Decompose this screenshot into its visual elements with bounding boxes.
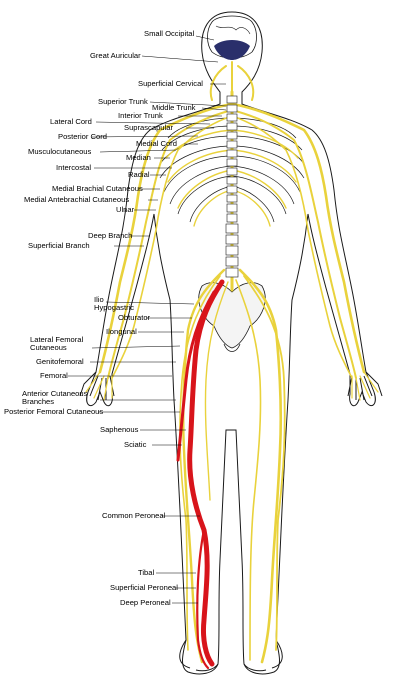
body-silhouette <box>79 11 383 675</box>
sciatic-nerve <box>176 279 225 670</box>
label-medial-cord: Medial Cord <box>136 139 177 148</box>
label-radial: Radial <box>128 170 150 179</box>
label-deep-branch: Deep Branch <box>88 231 133 240</box>
label-ulnar: Ulnar <box>116 205 135 214</box>
label-median: Median <box>126 153 151 162</box>
label-superficial-peroneal: Superficial Peroneal <box>110 583 178 592</box>
label-intercostal: Intercostal <box>56 163 92 172</box>
label-ilongunal: Ilongunal <box>106 327 137 336</box>
label-musculocutaneous: Musculocutaneous <box>28 147 92 156</box>
label-middle-trunk: Middle Trunk <box>152 103 196 112</box>
label-saphenous: Saphenous <box>100 425 139 434</box>
label-common-peroneal: Common Peroneal <box>102 511 166 520</box>
label-medial-antebrachial-cutaneous: Medial Antebrachial Cutaneous <box>24 195 130 204</box>
label-leader-lines <box>68 35 227 604</box>
label-obturator: Obturator <box>118 313 151 322</box>
label-lateral-cord: Lateral Cord <box>50 117 92 126</box>
label-superior-trunk: Superior Trunk <box>98 97 148 106</box>
label-posterior-femoral-cutaneous: Posterior Femoral Cutaneous <box>4 407 104 416</box>
label-interior-trunk: Interior Trunk <box>118 111 163 120</box>
label-medial-brachial-cutaneous: Medial Brachial Cutaneous <box>52 184 143 193</box>
label-posterior-cord: Posterior Cord <box>58 132 107 141</box>
label-lateral-femoral-cutaneous: Lateral Femoral Cutaneous <box>30 335 84 352</box>
label-ilio-hypogastric: Ilio Hypogastric <box>94 295 135 312</box>
label-superficial-cervical: Superficial Cervical <box>138 79 203 88</box>
label-anterior-cutaneous-branches: Anterior Cutaneous Branches <box>22 389 88 406</box>
vertebral-column <box>225 95 239 278</box>
label-small-occipital: Small Occipital <box>144 29 195 38</box>
brain <box>207 15 257 60</box>
label-suprascapular: Suprascapular <box>124 123 173 132</box>
ribcage <box>159 117 305 223</box>
label-tibal: Tibal <box>138 568 155 577</box>
label-deep-peroneal: Deep Peroneal <box>120 598 171 607</box>
label-superficial-branch: Superficial Branch <box>28 241 90 250</box>
label-femoral: Femoral <box>40 371 68 380</box>
label-great-auricular: Great Auricular <box>90 51 141 60</box>
label-genitofemoral: Genitofemoral <box>36 357 84 366</box>
label-sciatic: Sciatic <box>124 440 147 449</box>
